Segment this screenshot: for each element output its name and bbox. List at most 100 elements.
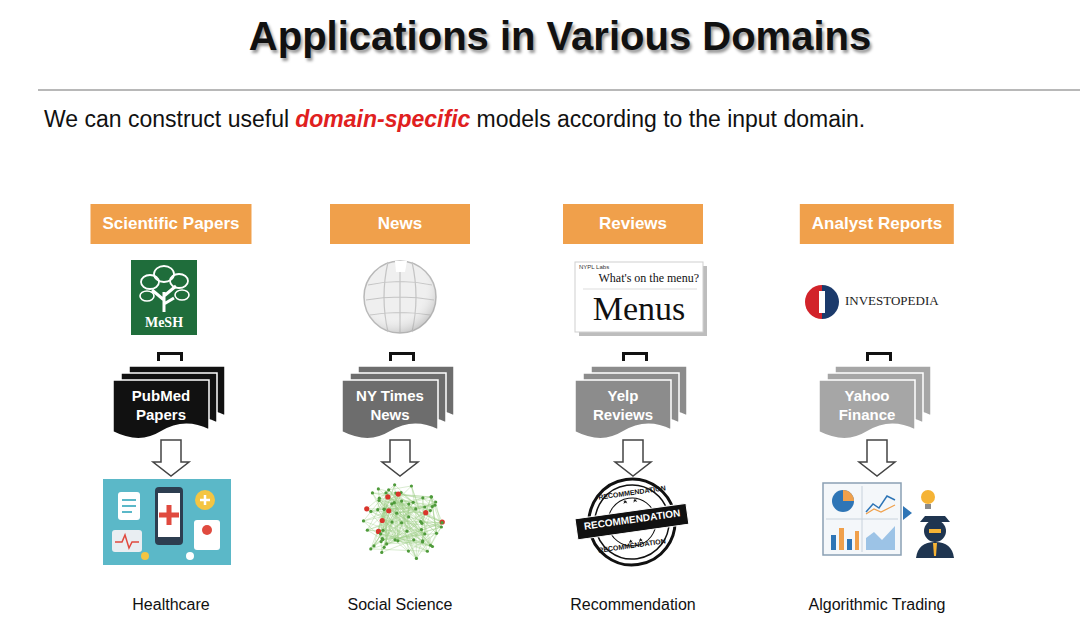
- network-node: [421, 539, 424, 542]
- shape-rect: [819, 291, 825, 313]
- domain-header: Reviews: [563, 204, 703, 244]
- network-node: [376, 508, 379, 511]
- shape-circle: [921, 490, 935, 504]
- shape-rect: [847, 539, 852, 550]
- shape-path: [152, 286, 176, 312]
- network-edge: [389, 490, 431, 545]
- shape-rect: [112, 530, 142, 552]
- network-node: [387, 488, 390, 491]
- network-edge: [367, 508, 416, 509]
- network-node: [377, 499, 380, 502]
- shape-circle: [186, 552, 194, 560]
- shape-path: [157, 352, 183, 361]
- network-edge: [381, 542, 383, 553]
- network-edge: [411, 486, 432, 547]
- out-text: Healthcare: [132, 596, 209, 614]
- shape-ellipse: [170, 274, 188, 288]
- shape-rect: [855, 531, 859, 550]
- healthcare-illustration: [103, 479, 231, 565]
- out-text: Algorithmic Trading: [809, 596, 946, 614]
- network-node: [420, 528, 423, 531]
- page-shape: [113, 380, 209, 439]
- network-node: [371, 491, 374, 494]
- wikipedia-globe: [364, 261, 436, 333]
- network-node: [396, 539, 399, 542]
- logo-text: What's on the menu?: [575, 272, 699, 285]
- network-node: [440, 519, 445, 524]
- network-edge: [422, 497, 432, 523]
- shape-ellipse: [141, 275, 159, 289]
- document-stack: PubMed Papers: [113, 380, 209, 438]
- network-node: [364, 506, 369, 511]
- network-node: [415, 557, 418, 560]
- application-output: Social Science: [300, 478, 500, 614]
- network-node: [386, 508, 391, 513]
- stamp-text: RECOMMENDATION: [572, 481, 692, 505]
- shape-path: [903, 506, 912, 520]
- network-edge: [392, 522, 425, 534]
- network-edge: [414, 540, 433, 547]
- network-node: [362, 519, 365, 522]
- network-node: [429, 509, 432, 512]
- shape-path: [866, 526, 895, 550]
- shape-path: [866, 505, 895, 514]
- doc-text: Yelp Reviews: [581, 386, 665, 424]
- network-edge: [416, 509, 422, 523]
- network-edge: [378, 509, 384, 531]
- application-output: Algorithmic Trading: [777, 478, 977, 614]
- shape-rect: [103, 479, 231, 565]
- header-text: News: [342, 204, 458, 244]
- shape-rect: [575, 262, 703, 332]
- shape-ellipse: [140, 291, 154, 301]
- stack-tabs: [157, 352, 892, 361]
- shape-rect: [131, 260, 197, 335]
- network-node: [423, 505, 426, 508]
- network-node: [423, 532, 426, 535]
- network-node: [372, 544, 375, 547]
- shape-circle: [364, 261, 436, 333]
- subtitle-text: models according to the input domain.: [477, 106, 866, 132]
- network-edge: [392, 497, 432, 504]
- network-node: [393, 538, 396, 541]
- subtitle-text: We can construct useful: [44, 106, 289, 132]
- network-node: [383, 508, 386, 511]
- network-node: [423, 510, 428, 515]
- network-node: [390, 502, 393, 505]
- network-node: [369, 547, 372, 550]
- network-node: [430, 495, 433, 498]
- network-edge: [398, 494, 436, 533]
- network-node: [382, 508, 385, 511]
- shape-rect: [118, 492, 140, 520]
- network-node: [435, 532, 438, 535]
- shape-rect: [194, 520, 220, 550]
- stamp-text: RECOMMENDATION: [572, 506, 692, 534]
- network-edge: [372, 493, 432, 507]
- header-text: Reviews: [575, 204, 691, 244]
- network-edge: [407, 531, 416, 558]
- shape-path: [920, 516, 950, 522]
- shape-path: [933, 543, 937, 556]
- header-text: Analyst Reports: [812, 204, 942, 244]
- network-edge: [363, 521, 382, 539]
- network-node: [400, 521, 403, 524]
- network-node: [412, 538, 415, 541]
- recommendation-stamp: [571, 472, 694, 573]
- page-title: Applications in Various Domains: [40, 14, 1080, 59]
- page-shape: [342, 380, 438, 439]
- page-shape: [575, 380, 671, 439]
- shape-ellipse: [175, 290, 189, 300]
- out-text: Recommendation: [570, 596, 695, 614]
- shape-path: [389, 352, 415, 361]
- shape-line: [583, 289, 697, 290]
- network-node: [414, 507, 417, 510]
- network-node: [440, 521, 443, 524]
- network-edge: [382, 522, 392, 539]
- trading-illustration: [823, 483, 954, 558]
- network-edge: [382, 539, 432, 547]
- network-node: [390, 520, 393, 523]
- network-node: [421, 496, 424, 499]
- shape-rect: [925, 504, 931, 509]
